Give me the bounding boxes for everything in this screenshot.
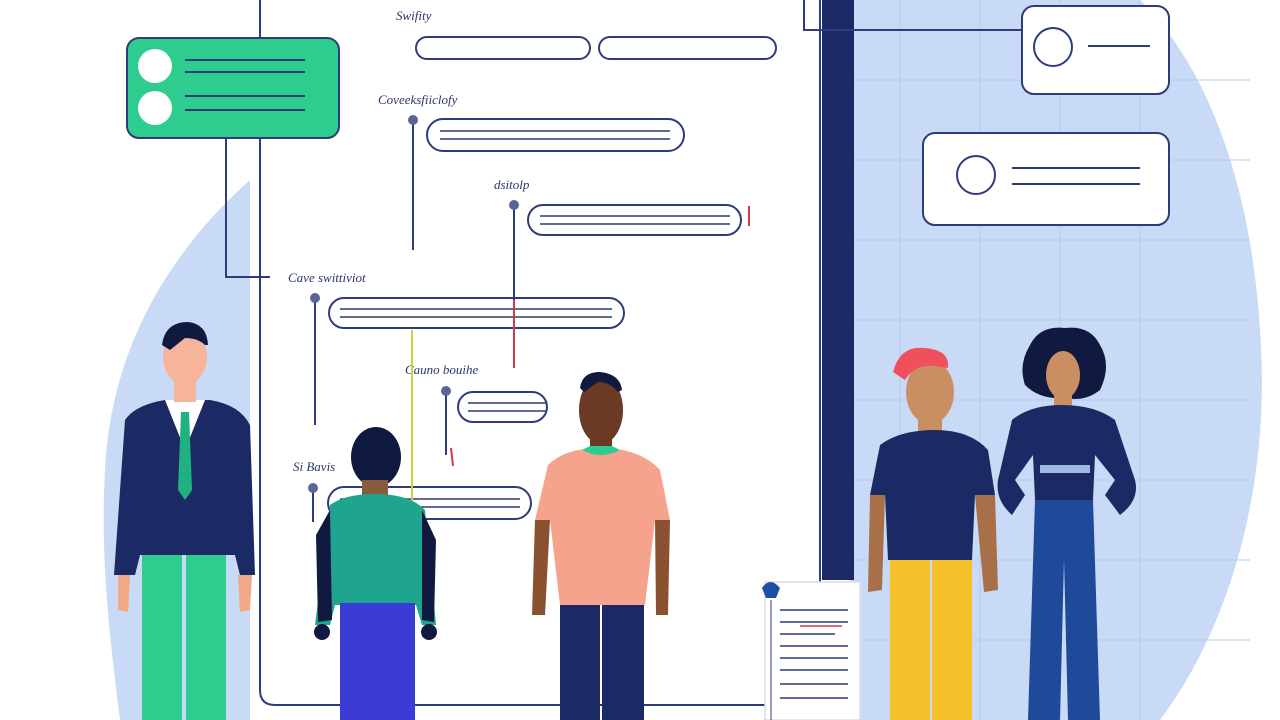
green-card: [126, 37, 340, 139]
navy-pillar: [822, 0, 854, 580]
top-connector: [803, 0, 1022, 31]
label-sixth: Si Bavis: [293, 459, 335, 474]
label-fourth: Cave swittiviot: [288, 270, 366, 285]
document-icon: [762, 581, 861, 720]
connector-dots: [308, 115, 519, 493]
label-third: dsitolp: [494, 177, 530, 192]
green-card-connector: [225, 138, 270, 278]
label-fifth: Cauno bouihe: [405, 362, 479, 377]
person-red-hair-icon: [868, 347, 998, 720]
user-card-middle: [922, 132, 1170, 226]
person-child-icon: [314, 427, 437, 720]
label-top: Swifity: [396, 8, 432, 23]
person-woman-icon: [997, 327, 1136, 720]
person-suit-icon: [114, 322, 255, 720]
user-card-top: [1021, 5, 1170, 95]
pill-bars: [327, 36, 777, 520]
label-second: Coveeksfiiclofy: [378, 92, 458, 107]
person-pink-shirt-icon: [532, 372, 670, 720]
